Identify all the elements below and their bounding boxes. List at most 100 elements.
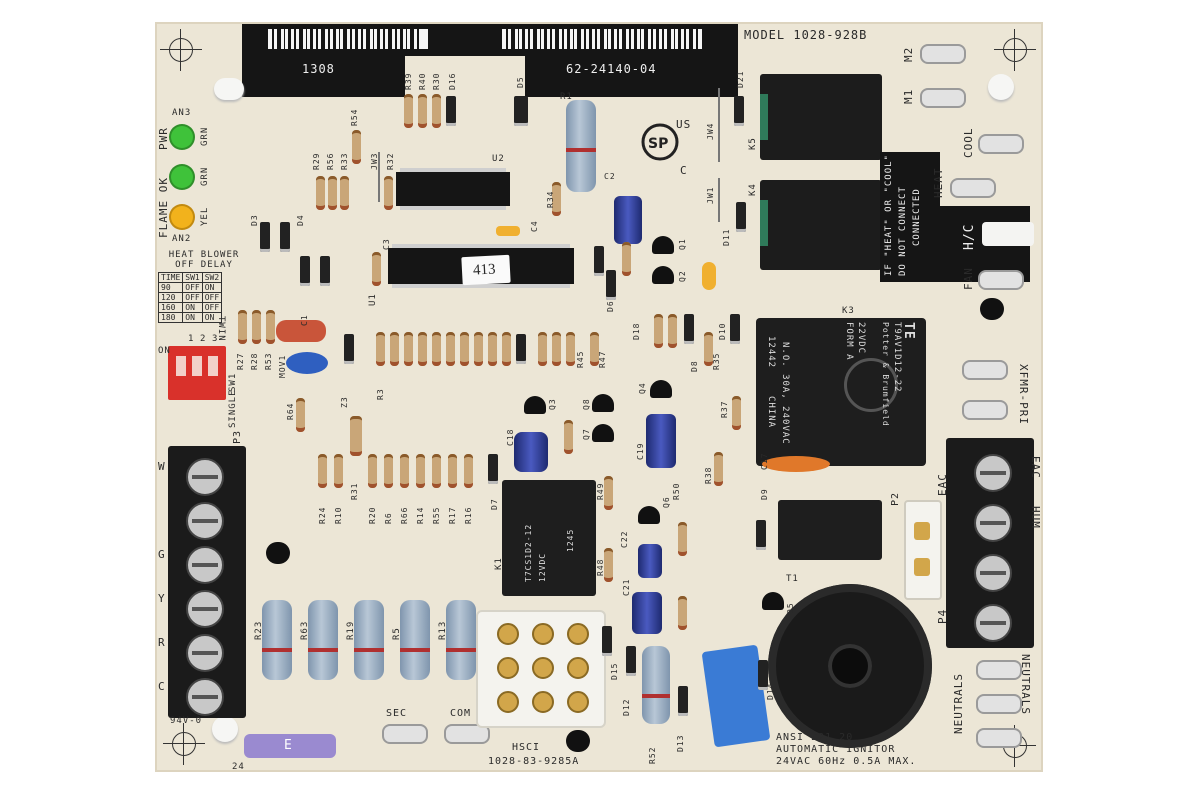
terminal-screw-eac[interactable] xyxy=(974,454,1012,492)
dip-toggle-1[interactable] xyxy=(176,356,186,376)
standoff xyxy=(214,78,244,100)
csa-c-label: C xyxy=(680,164,688,177)
table-cell: ON xyxy=(201,282,223,293)
diode-d4 xyxy=(280,222,290,252)
dip-toggle-2[interactable] xyxy=(192,356,202,376)
m1-label: M1 xyxy=(902,88,915,104)
terminal-screw-w[interactable] xyxy=(186,458,224,496)
terminal-label-r: R xyxy=(158,636,166,649)
terminal-screw-2[interactable] xyxy=(186,502,224,540)
blower-table-title: HEAT BLOWER OFF DELAY xyxy=(168,250,240,270)
cool-terminal[interactable] xyxy=(978,134,1024,154)
sec-terminal[interactable] xyxy=(382,724,428,744)
r48-label: R48 xyxy=(596,558,605,576)
r16-label: R16 xyxy=(464,506,473,524)
terminal-screw-y[interactable] xyxy=(186,590,224,628)
neutral-terminal-2[interactable] xyxy=(976,694,1022,714)
led-status-icon xyxy=(171,206,193,228)
xfmr-label: XFMR-PRI xyxy=(1017,364,1030,425)
svg-text:SP: SP xyxy=(648,136,668,152)
terminal-screw-4[interactable] xyxy=(974,604,1012,642)
com-terminal[interactable] xyxy=(444,724,490,744)
c19-label: C19 xyxy=(636,442,645,460)
terminal-screw-g[interactable] xyxy=(186,546,224,584)
relay-k1 xyxy=(502,480,596,596)
dip-toggle-3[interactable] xyxy=(208,356,218,376)
transistor-q5 xyxy=(762,592,784,610)
d7-label: D7 xyxy=(490,498,499,510)
resistor-r6 xyxy=(384,454,393,488)
r39-label: R39 xyxy=(404,72,413,90)
fan-label: FAN xyxy=(962,267,975,290)
relay-k3 xyxy=(756,318,926,466)
r63-label: R63 xyxy=(300,620,310,640)
d13-label: D13 xyxy=(676,734,685,752)
neutral-terminal-1[interactable] xyxy=(976,660,1022,680)
auto-ignitor-label: AUTOMATIC IGNITOR xyxy=(776,744,896,755)
ansi-label: ANSI Z21.20 xyxy=(776,732,854,743)
d3-label: D3 xyxy=(250,214,259,226)
resistor-r55 xyxy=(432,454,441,488)
diode-d18 xyxy=(684,314,694,344)
q3-label: Q3 xyxy=(548,398,557,410)
resistor xyxy=(328,176,337,210)
m1-terminal[interactable] xyxy=(920,88,966,108)
heat-terminal[interactable] xyxy=(950,178,996,198)
resistor-r49 xyxy=(604,476,613,510)
resistor xyxy=(404,332,413,366)
r56-label: R56 xyxy=(326,152,335,170)
u1-label: U1 xyxy=(368,293,378,306)
xfmr-terminal-1[interactable] xyxy=(962,360,1008,380)
z3-label: Z3 xyxy=(340,396,349,408)
d12-label: D12 xyxy=(622,698,631,716)
resistor xyxy=(418,332,427,366)
warning-box xyxy=(880,152,940,282)
warning-line-1: DO NOT CONNECT xyxy=(898,186,908,276)
dip-switch[interactable] xyxy=(168,346,226,400)
terminal-screw-3[interactable] xyxy=(974,554,1012,592)
r23-label: R23 xyxy=(254,620,264,640)
diode-d16 xyxy=(446,96,456,126)
neutral-terminal-3[interactable] xyxy=(976,728,1022,748)
terminal-screw-c[interactable] xyxy=(186,678,224,716)
ic-sticker: 413 xyxy=(461,254,511,286)
r35-label: R35 xyxy=(712,352,721,370)
fan-terminal[interactable] xyxy=(978,270,1024,290)
xfmr-terminal-2[interactable] xyxy=(962,400,1008,420)
r27-label: R27 xyxy=(236,352,245,370)
terminal-screw-hum[interactable] xyxy=(974,504,1012,542)
diode-d21 xyxy=(734,96,744,126)
table-cell: OFF xyxy=(182,292,203,303)
k3-origin: CHINA xyxy=(766,396,776,429)
hsci-label: HSCI xyxy=(512,742,541,753)
hc-terminal[interactable] xyxy=(982,222,1034,246)
diode-d11 xyxy=(736,202,746,232)
d9-label: D9 xyxy=(760,488,769,500)
power-rating-label: 24VAC 60Hz 0.5A MAX. xyxy=(776,756,917,767)
r55-label: R55 xyxy=(432,506,441,524)
k3-model: T9AV1D12-22 xyxy=(892,322,902,393)
m2-terminal[interactable] xyxy=(920,44,966,64)
connector-p2[interactable] xyxy=(904,500,942,600)
table-cell: ON xyxy=(182,312,203,323)
c22-label: C22 xyxy=(620,530,629,548)
t1-label: T1 xyxy=(786,574,799,584)
led-flame-icon xyxy=(171,166,193,188)
resistor xyxy=(432,332,441,366)
twin-label: TWIN xyxy=(216,316,226,342)
barcode-left-text: 1308 xyxy=(302,62,335,76)
jw4-label: JW4 xyxy=(706,122,715,140)
capacitor-c2 xyxy=(614,196,642,244)
resistor xyxy=(384,176,393,210)
relay-k4 xyxy=(760,180,882,270)
terminal-screw-r[interactable] xyxy=(186,634,224,672)
connector-9pin[interactable] xyxy=(476,610,606,728)
c2-label: C2 xyxy=(604,172,616,181)
te-brand: TE xyxy=(901,322,916,340)
r33-label: R33 xyxy=(340,152,349,170)
u2-label: U2 xyxy=(492,154,505,164)
capacitor-c21 xyxy=(632,592,662,634)
barcode-right-text: 62-24140-04 xyxy=(566,62,657,76)
resistor xyxy=(668,314,677,348)
resistor-r54 xyxy=(352,130,361,164)
